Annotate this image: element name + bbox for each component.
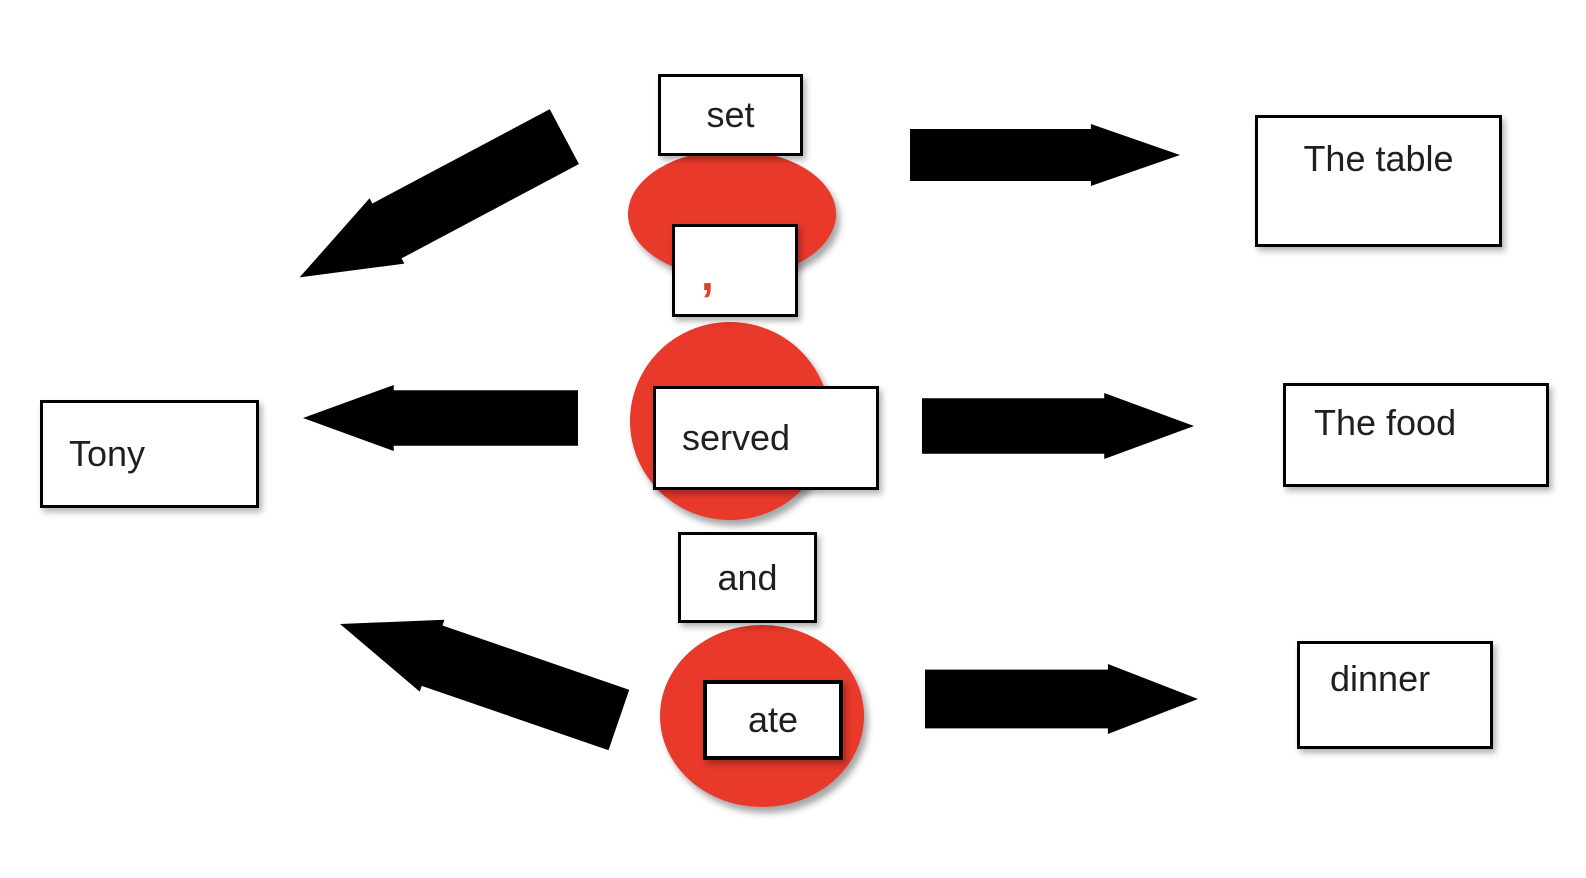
verb-box-set: set (658, 74, 803, 156)
verb-box-ate: ate (703, 680, 843, 760)
verb-box-served: served (653, 386, 879, 490)
object-label-dinner: dinner (1330, 658, 1431, 699)
arrow-to-subject-row1-icon (282, 104, 582, 310)
object-label-the-table: The table (1303, 138, 1454, 179)
arrow-to-object-row3-icon (925, 664, 1198, 734)
connector-box-comma: , (672, 224, 798, 317)
arrow-to-object-row2-icon (922, 393, 1194, 459)
arrow-to-subject-row2-icon (303, 385, 578, 451)
object-box-dinner: dinner (1297, 641, 1493, 749)
subject-label: Tony (69, 433, 146, 474)
object-box-the-food: The food (1283, 383, 1549, 487)
connector-label-and: and (717, 556, 778, 598)
verb-label-ate: ate (747, 699, 799, 740)
arrow-to-object-row1-icon (910, 124, 1180, 186)
object-box-the-table: The table (1255, 115, 1502, 247)
connector-box-and: and (678, 532, 817, 623)
verb-label-served: served (682, 417, 791, 458)
subject-box: Tony (40, 400, 259, 508)
arrow-to-subject-row3-icon (328, 588, 632, 756)
object-label-the-food: The food (1314, 402, 1457, 443)
comma-glyph: , (701, 248, 714, 300)
verb-label-set: set (706, 94, 755, 135)
